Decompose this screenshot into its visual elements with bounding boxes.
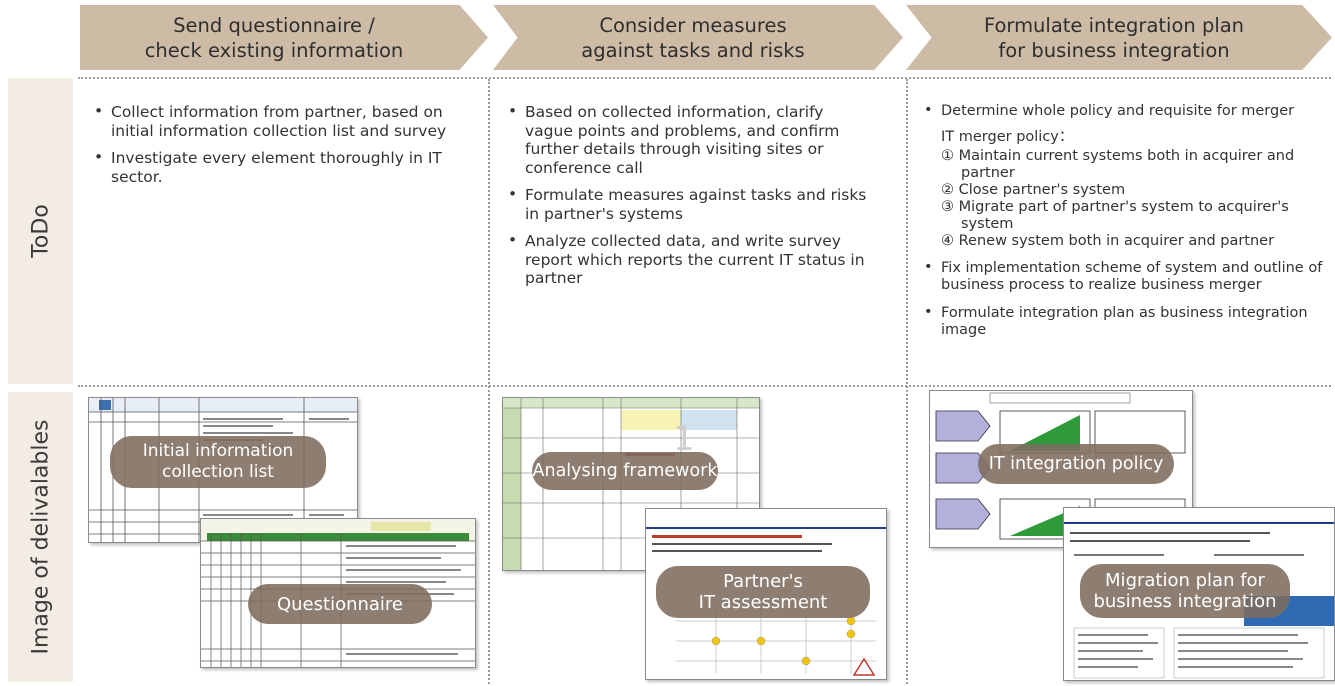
policy-item: ④ Renew system both in acquirer and part… [941, 233, 1275, 249]
phase-1-chevron: Send questionnaire / check existing info… [80, 5, 488, 70]
policy-item: ② Close partner's system [941, 182, 1126, 198]
todo-column-3: Determine whole policy and requisite for… [922, 102, 1330, 348]
divider-col-1 [488, 79, 490, 684]
todo-item: Collect information from partner, based … [92, 102, 462, 140]
merger-policy-title: IT merger policy： [941, 129, 1074, 145]
divider-top [78, 77, 1331, 79]
deliverable-integration-policy-label: IT integration policy [978, 444, 1174, 484]
svg-text:1: 1 [673, 419, 695, 459]
todo-item: Investigate every element thoroughly in … [92, 148, 462, 186]
phase-3-chevron: Formulate integration plan for business … [906, 5, 1332, 70]
deliverables-row-label: Image of delivalables [8, 392, 73, 682]
todo-item: Formulate integration plan as business i… [922, 304, 1330, 339]
deliverable-migration-plan-label: Migration plan for business integration [1080, 564, 1290, 618]
deliverable-analysing-framework-label: Analysing framework [532, 452, 718, 490]
todo-column-2: Based on collected information, clarify … [506, 102, 876, 297]
phase-3-title: Formulate integration plan for business … [983, 13, 1245, 62]
spreadsheet-thumbnail-icon [201, 519, 475, 667]
deliverable-initial-list-label: Initial information collection list [110, 436, 326, 488]
todo-row-label: ToDo [8, 78, 73, 384]
deliverable-it-assessment-label: Partner's IT assessment [656, 566, 870, 618]
todo-column-1: Collect information from partner, based … [92, 102, 462, 195]
phase-2-title: Consider measures against tasks and risk… [581, 13, 805, 62]
todo-item: Formulate measures against tasks and ris… [506, 185, 876, 223]
todo-item: Analyze collected data, and write survey… [506, 231, 876, 288]
policy-item: ③ Migrate part of partner's system to ac… [941, 199, 1289, 232]
todo-item: Based on collected information, clarify … [506, 102, 876, 177]
divider-col-2 [906, 79, 908, 684]
merger-policy: IT merger policy： ① Maintain current sys… [922, 129, 1330, 250]
assessment-thumbnail-icon [646, 509, 886, 676]
policy-item: ① Maintain current systems both in acqui… [941, 148, 1295, 181]
phase-2-chevron: Consider measures against tasks and risk… [493, 5, 903, 70]
todo-item: Determine whole policy and requisite for… [922, 102, 1330, 120]
divider-middle [78, 385, 1331, 387]
framework-thumbnail-icon: 1 [503, 398, 759, 570]
phase-1-title: Send questionnaire / check existing info… [144, 13, 404, 62]
todo-item: Fix implementation scheme of system and … [922, 259, 1330, 294]
deliverable-questionnaire-label: Questionnaire [248, 584, 432, 624]
